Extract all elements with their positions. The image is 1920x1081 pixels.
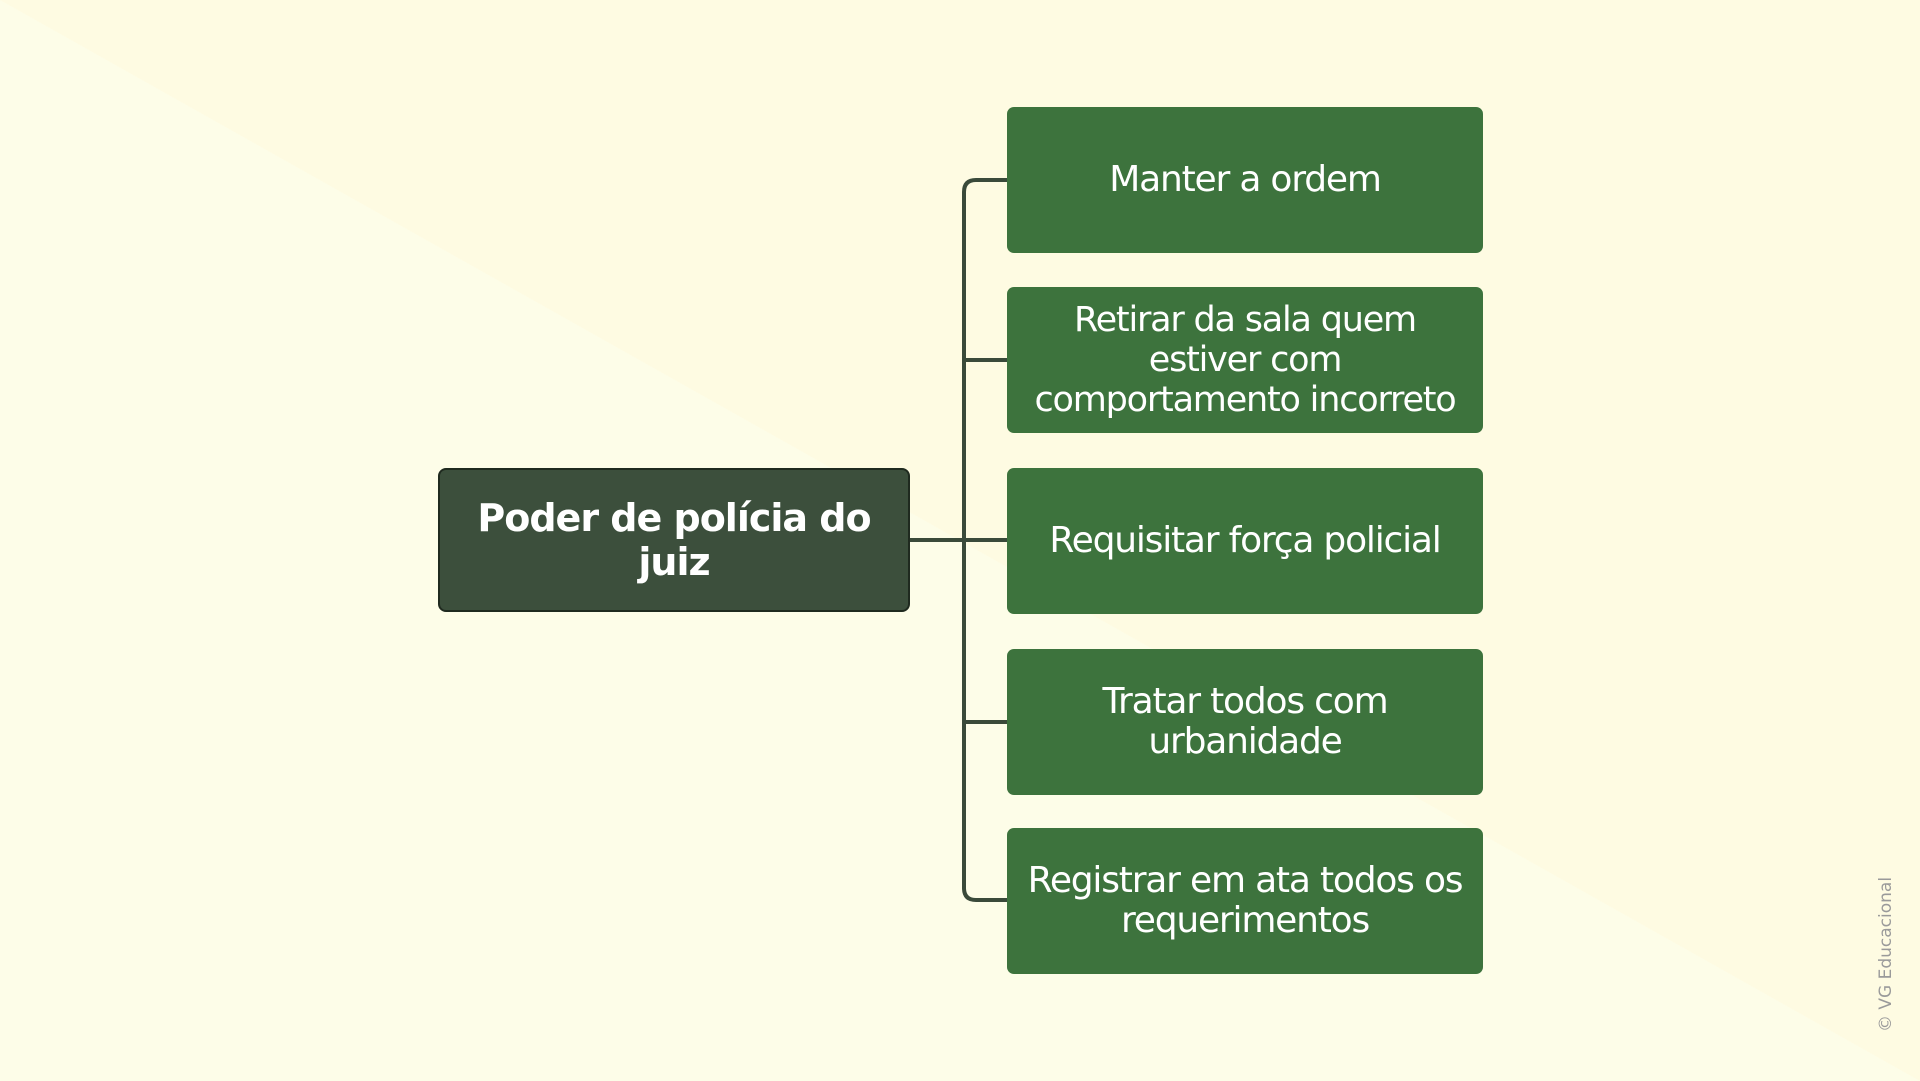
child-node-4: Tratar todos com urbanidade — [1007, 649, 1483, 795]
child-node-label: Manter a ordem — [1109, 159, 1382, 200]
child-node-2: Retirar da sala quem estiver com comport… — [1007, 287, 1483, 433]
child-node-label: Tratar todos com urbanidade — [1102, 681, 1389, 762]
child-node-5: Registrar em ata todos os requerimentos — [1007, 828, 1483, 974]
child-node-label: Registrar em ata todos os requerimentos — [1027, 860, 1464, 941]
trunk-connector — [962, 178, 1009, 902]
root-node: Poder de polícia do juiz — [438, 468, 910, 612]
child-node-label: Retirar da sala quem estiver com comport… — [1034, 300, 1456, 420]
child-node-1: Manter a ordem — [1007, 107, 1483, 253]
child-node-3: Requisitar força policial — [1007, 468, 1483, 614]
root-node-label: Poder de polícia do juiz — [477, 496, 871, 584]
copyright-notice: © VG Educacional — [1876, 876, 1896, 1032]
child-node-label: Requisitar força policial — [1049, 520, 1441, 561]
